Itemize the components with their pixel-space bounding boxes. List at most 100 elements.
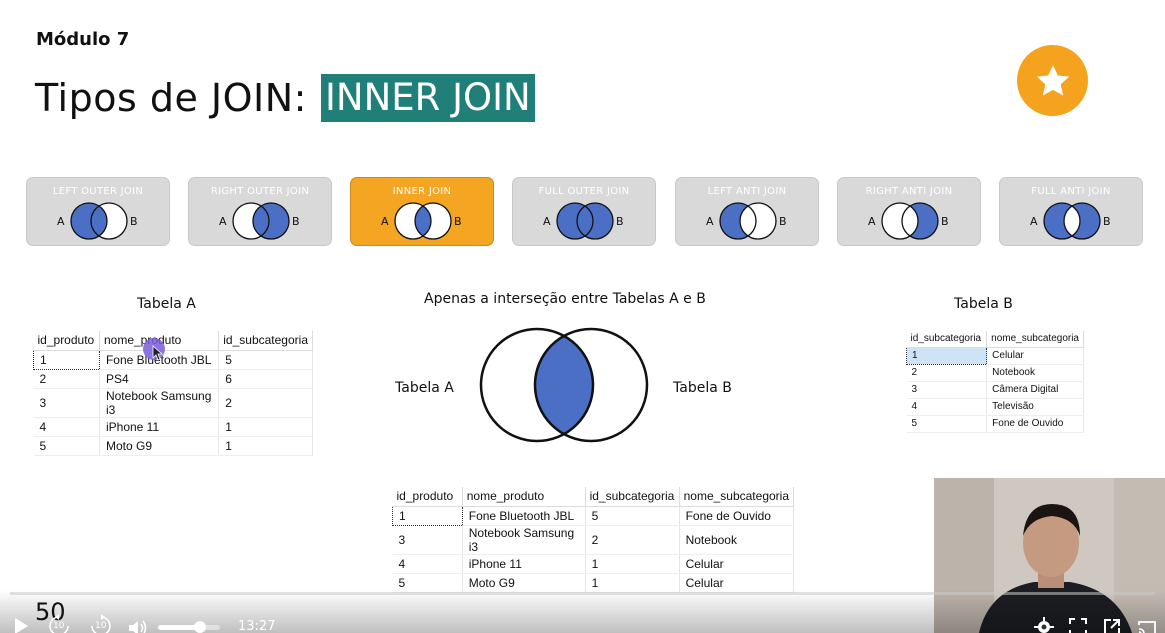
table-cell[interactable]: 3 bbox=[392, 525, 463, 555]
table-cell[interactable]: 2 bbox=[585, 525, 680, 555]
table-cell[interactable]: Moto G9 bbox=[99, 436, 220, 456]
slide-title-highlight: INNER JOIN bbox=[320, 74, 535, 122]
popout-icon[interactable] bbox=[1103, 618, 1121, 633]
table-cell[interactable]: 4 bbox=[906, 398, 988, 416]
table-cell[interactable]: Televisão bbox=[986, 398, 1084, 416]
table-cell[interactable]: Notebook Samsung i3 bbox=[462, 525, 586, 555]
table-cell[interactable]: 1 bbox=[905, 346, 988, 365]
table-cell[interactable]: 1 bbox=[585, 554, 680, 574]
result-col-header[interactable]: nome_subcategoria bbox=[679, 487, 795, 507]
table-a-col-header[interactable]: id_produto bbox=[33, 331, 100, 351]
table-cell[interactable]: iPhone 11 bbox=[462, 554, 586, 574]
module-label: Módulo 7 bbox=[36, 29, 130, 50]
table-cell[interactable]: Celular bbox=[986, 347, 1084, 365]
progress-track[interactable] bbox=[10, 592, 1155, 595]
table-cell[interactable]: 4 bbox=[33, 417, 100, 437]
result-col-header[interactable]: nome_produto bbox=[462, 487, 586, 507]
table-a-header: id_produto nome_produto id_subcategoria bbox=[33, 331, 313, 351]
play-icon[interactable] bbox=[12, 617, 30, 633]
table-cell[interactable]: 1 bbox=[33, 349, 100, 370]
table-cell[interactable]: Notebook bbox=[986, 364, 1084, 382]
volume-icon[interactable] bbox=[127, 619, 149, 633]
table-cell[interactable]: Fone de Ouvido bbox=[679, 506, 795, 526]
table-cell[interactable]: 6 bbox=[218, 369, 313, 389]
table-cell[interactable]: 5 bbox=[585, 506, 680, 526]
table-cell[interactable]: 3 bbox=[906, 381, 988, 399]
table-cell[interactable]: Fone de Ouvido bbox=[986, 415, 1084, 433]
table-cell[interactable]: 5 bbox=[906, 415, 988, 433]
table-cell[interactable]: Fone Bluetooth JBL bbox=[462, 506, 586, 526]
table-cell[interactable]: Celular bbox=[679, 573, 795, 593]
fullscreen-icon[interactable] bbox=[1069, 618, 1087, 633]
table-cell[interactable]: 1 bbox=[218, 417, 313, 437]
table-cell[interactable]: Moto G9 bbox=[462, 573, 586, 593]
time-label: 13:27 bbox=[238, 619, 276, 633]
table-cell[interactable]: 4 bbox=[392, 554, 463, 574]
table-cell[interactable]: Câmera Digital bbox=[986, 381, 1084, 399]
volume-slider[interactable] bbox=[158, 621, 220, 633]
result-col-header[interactable]: id_produto bbox=[392, 487, 463, 507]
join-set-label: A bbox=[543, 215, 551, 228]
join-set-label: A bbox=[706, 215, 714, 228]
forward-10-button[interactable]: 10 bbox=[88, 614, 114, 633]
table-cell[interactable]: Notebook Samsung i3 bbox=[99, 388, 220, 418]
join-type-label: RIGHT ANTI JOIN bbox=[865, 186, 953, 197]
table-cell[interactable]: 1 bbox=[585, 573, 680, 593]
rewind-10-button[interactable]: 10 bbox=[46, 614, 72, 633]
table-cell[interactable]: 5 bbox=[33, 436, 100, 456]
presenter-video[interactable] bbox=[934, 478, 1165, 633]
settings-icon[interactable] bbox=[1034, 617, 1054, 633]
table-cell[interactable]: Celular bbox=[679, 554, 795, 574]
table-cell[interactable]: PS4 bbox=[99, 369, 220, 389]
volume-slider-handle[interactable] bbox=[194, 621, 207, 633]
table-a-col-header[interactable]: id_subcategoria bbox=[218, 331, 313, 351]
table-cell[interactable]: 1 bbox=[392, 505, 463, 526]
cast-icon[interactable] bbox=[1137, 620, 1157, 633]
table-cell[interactable]: 5 bbox=[218, 350, 313, 370]
cursor-dot-icon bbox=[143, 338, 165, 361]
table-cell[interactable]: 2 bbox=[906, 364, 988, 382]
table-cell[interactable]: Notebook bbox=[679, 525, 795, 555]
result-col-header[interactable]: id_subcategoria bbox=[585, 487, 680, 507]
table-cell[interactable]: 2 bbox=[33, 369, 100, 389]
join-type-label: RIGHT OUTER JOIN bbox=[210, 186, 310, 197]
join-type-label: INNER JOIN bbox=[392, 186, 452, 197]
table-cell[interactable]: 1 bbox=[218, 436, 313, 456]
table-b-col-header[interactable]: nome_subcategoria bbox=[986, 331, 1084, 348]
join-set-label: A bbox=[381, 215, 389, 228]
table-cell[interactable]: 3 bbox=[33, 388, 100, 418]
result-table-header: id_produto nome_produto id_subcategoria … bbox=[392, 487, 795, 507]
table-cell[interactable]: iPhone 11 bbox=[99, 417, 220, 437]
result-table: id_produto nome_produto id_subcategoria … bbox=[392, 487, 795, 593]
table-cell[interactable]: 2 bbox=[218, 388, 313, 418]
slide-title-main: Tipos de JOIN: bbox=[35, 76, 307, 120]
table-cell[interactable]: 5 bbox=[392, 573, 463, 593]
rewind-10-label: 10 bbox=[53, 621, 65, 631]
table-b-col-header[interactable]: id_subcategoria bbox=[906, 331, 988, 348]
